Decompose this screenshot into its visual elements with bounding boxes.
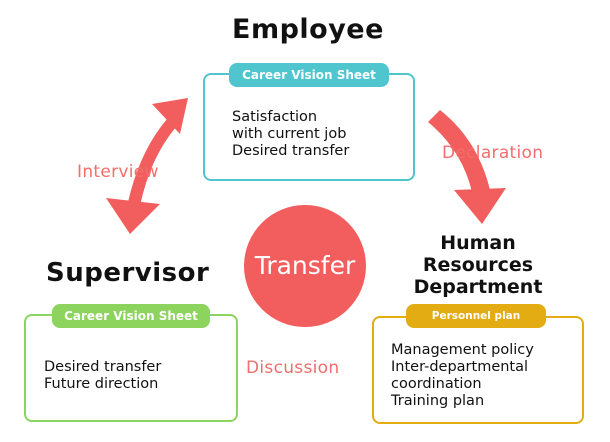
discussion-label: Discussion <box>246 358 340 378</box>
declaration-arrow-shaft <box>428 110 490 192</box>
supervisor-item: Future direction <box>44 376 159 392</box>
declaration-label: Declaration <box>442 143 544 163</box>
hr-sheet-label: Personnel plan <box>406 304 546 328</box>
transfer-label: Transfer <box>254 251 356 280</box>
employee-item: Satisfaction <box>232 109 318 125</box>
hr-title-line: Resources <box>422 254 534 276</box>
interview-label: Interview <box>77 162 159 182</box>
hr-items: Management policy Inter-departmental coo… <box>391 342 534 410</box>
interview-arrow-head-top <box>152 98 188 134</box>
employee-title: Employee <box>232 14 384 45</box>
employee-items: Satisfaction with current job Desired tr… <box>232 109 349 160</box>
hr-item: Inter-departmental <box>391 359 529 375</box>
supervisor-sheet-label: Career Vision Sheet <box>52 304 210 328</box>
hr-title-line: Human <box>440 232 516 254</box>
supervisor-title: Supervisor <box>46 258 210 288</box>
interview-arrow-head-bottom <box>106 198 160 234</box>
employee-item: Desired transfer <box>232 143 350 159</box>
hr-item: Training plan <box>391 393 485 409</box>
hr-title-line: Department <box>413 276 543 298</box>
supervisor-item: Desired transfer <box>44 359 162 375</box>
transfer-circle <box>244 205 366 327</box>
declaration-arrow-head <box>454 188 506 224</box>
interview-arrow <box>106 98 188 234</box>
hr-box <box>372 316 584 424</box>
interview-arrow-shaft <box>128 118 176 206</box>
hr-title: Human Resources Department <box>398 232 558 298</box>
employee-item: with current job <box>232 126 347 142</box>
declaration-arrow <box>428 110 506 224</box>
employee-sheet-label: Career Vision Sheet <box>229 63 389 87</box>
supervisor-items: Desired transfer Future direction <box>44 359 161 393</box>
hr-item: Management policy <box>391 342 534 358</box>
hr-item: coordination <box>391 376 482 392</box>
